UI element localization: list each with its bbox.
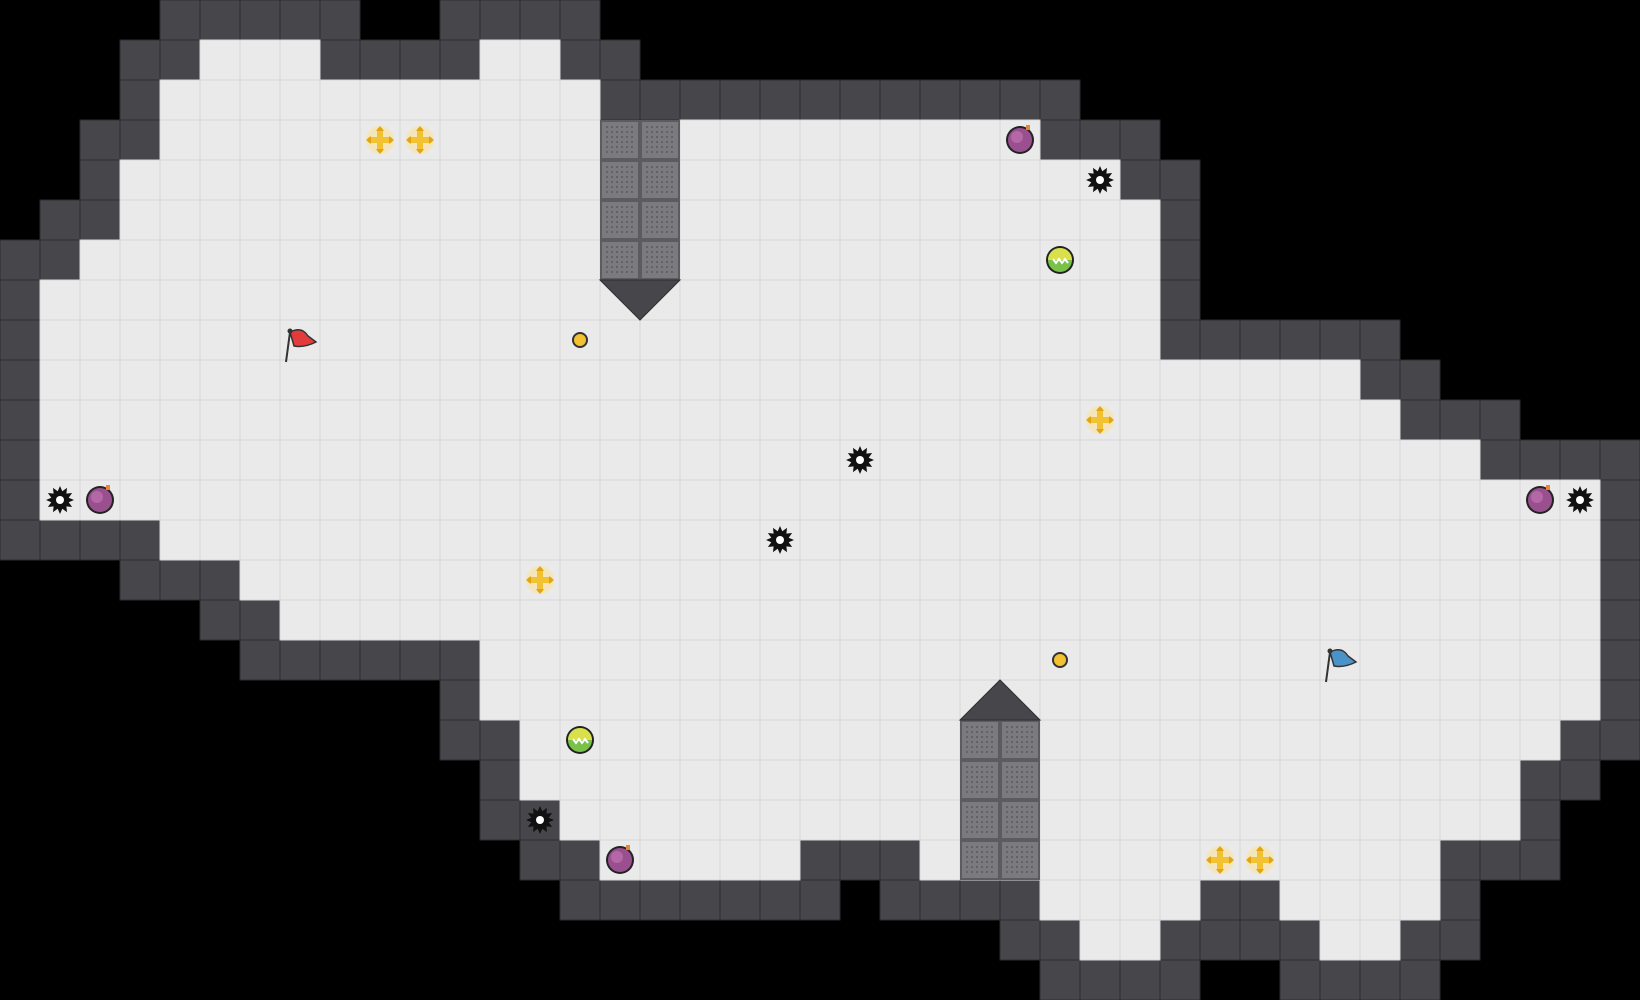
- gate-block: [598, 120, 682, 321]
- button-icon: [572, 332, 588, 348]
- bomb-icon: [606, 845, 634, 874]
- powerup-icon: [1046, 246, 1074, 274]
- boost-pad-icon: [366, 126, 394, 154]
- spike-icon: [1566, 486, 1594, 514]
- bomb-icon: [1006, 125, 1034, 154]
- arena-floor: [39, 39, 1601, 961]
- button-icon: [1052, 652, 1068, 668]
- boost-pad-icon: [526, 566, 554, 594]
- powerup-icon: [566, 726, 594, 754]
- boost-pad-icon: [1246, 846, 1274, 874]
- spike-icon: [766, 526, 794, 554]
- bomb-icon: [86, 485, 114, 514]
- spike-icon: [846, 446, 874, 474]
- bomb-icon: [1526, 485, 1554, 514]
- boost-pad-icon: [406, 126, 434, 154]
- gate-block: [958, 679, 1042, 880]
- boost-pad-icon: [1206, 846, 1234, 874]
- spike-icon: [526, 806, 554, 834]
- blue-flag-icon: [1325, 648, 1358, 683]
- spike-icon: [1086, 166, 1114, 194]
- red-flag-icon: [285, 328, 318, 363]
- boost-pad-icon: [1086, 406, 1114, 434]
- spike-icon: [46, 486, 74, 514]
